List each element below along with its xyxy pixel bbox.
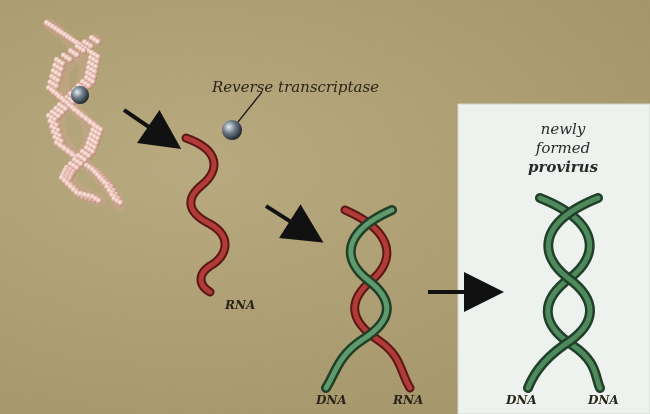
rna-label: RNA [225, 298, 255, 312]
provirus-title-line: newly [520, 120, 606, 139]
enzyme-sphere-icon [71, 86, 89, 104]
virus-bead [74, 52, 80, 58]
virus-bead [67, 56, 73, 62]
virus-bead [88, 43, 94, 49]
virus-bead [95, 39, 101, 45]
dna-label: DNA [506, 393, 537, 407]
rna-label: RNA [393, 393, 423, 407]
virus-bead [117, 200, 123, 206]
dna-label: DNA [316, 393, 347, 407]
provirus-title: newly formed provirus [520, 120, 606, 177]
reverse-transcriptase-label: Reverse transcriptase [212, 78, 379, 96]
provirus-title-line: formed [520, 139, 606, 158]
dna-label: DNA [588, 393, 619, 407]
virus-bead [96, 198, 102, 204]
provirus-title-line: provirus [520, 158, 606, 177]
virus-bead [81, 48, 87, 54]
enzyme-sphere-icon [222, 120, 242, 140]
